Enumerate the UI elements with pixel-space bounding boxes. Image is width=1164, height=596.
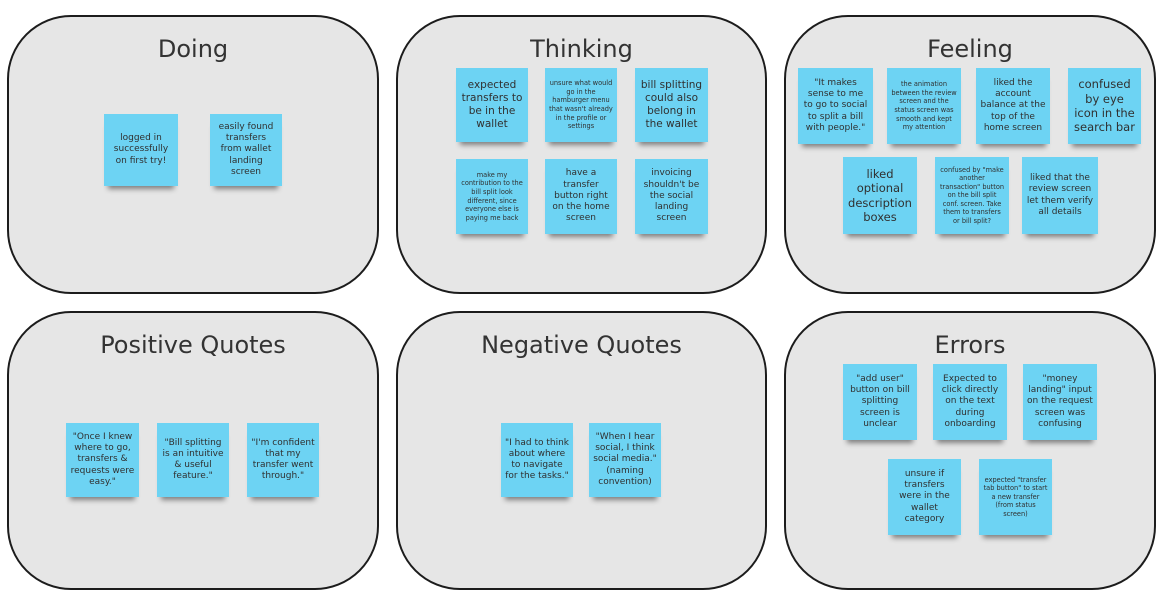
sticky-note[interactable]: "When I hear social, I think social medi… <box>589 423 661 497</box>
sticky-note[interactable]: bill splitting could also belong in the … <box>635 68 708 142</box>
sticky-note[interactable]: make my contribution to the bill split l… <box>456 159 528 234</box>
sticky-note[interactable]: unsure what would go in the hamburger me… <box>545 68 617 142</box>
panel-title: Feeling <box>927 35 1013 63</box>
sticky-note[interactable]: confused by eye icon in the search bar <box>1068 68 1141 144</box>
sticky-note[interactable]: "money landing" input on the request scr… <box>1023 364 1097 440</box>
panel-positive-quotes: Positive Quotes "Once I knew where to go… <box>7 311 379 590</box>
sticky-note[interactable]: "Once I knew where to go, transfers & re… <box>66 423 139 497</box>
sticky-note[interactable]: "add user" button on bill splitting scre… <box>843 364 917 440</box>
sticky-note[interactable]: "It makes sense to me to go to social to… <box>798 68 873 144</box>
panel-title: Errors <box>934 331 1006 359</box>
sticky-note[interactable]: logged in successfully on first try! <box>104 114 178 186</box>
sticky-note[interactable]: easily found transfers from wallet landi… <box>210 114 282 186</box>
panel-thinking: Thinking expected transfers to be in the… <box>396 15 767 294</box>
sticky-note[interactable]: expected "transfer tab button" to start … <box>979 459 1052 535</box>
panel-title: Thinking <box>530 35 633 63</box>
panel-feeling: Feeling "It makes sense to me to go to s… <box>784 15 1156 294</box>
sticky-note[interactable]: expected transfers to be in the wallet <box>456 68 528 142</box>
sticky-note[interactable]: liked the account balance at the top of … <box>976 68 1050 144</box>
panel-title: Positive Quotes <box>100 331 286 359</box>
panel-doing: Doing logged in successfully on first tr… <box>7 15 379 294</box>
sticky-note[interactable]: the animation between the review screen … <box>887 68 961 144</box>
sticky-note[interactable]: "I'm confident that my transfer went thr… <box>247 423 319 497</box>
sticky-note[interactable]: Expected to click directly on the text d… <box>933 364 1007 440</box>
panel-title: Doing <box>157 35 229 63</box>
sticky-note[interactable]: have a transfer button right on the home… <box>545 159 617 234</box>
panel-title: Negative Quotes <box>481 331 682 359</box>
sticky-note[interactable]: "I had to think about where to navigate … <box>501 423 573 497</box>
sticky-note[interactable]: liked optional description boxes <box>843 157 917 234</box>
sticky-note[interactable]: liked that the review screen let them ve… <box>1022 157 1098 234</box>
sticky-note[interactable]: invoicing shouldn't be the social landin… <box>635 159 708 234</box>
panel-negative-quotes: Negative Quotes "I had to think about wh… <box>396 311 767 590</box>
sticky-note[interactable]: confused by "make another transaction" b… <box>935 157 1009 234</box>
sticky-note[interactable]: "Bill splitting is an intuitive & useful… <box>157 423 229 497</box>
sticky-note[interactable]: unsure if transfers were in the wallet c… <box>888 459 961 535</box>
panel-errors: Errors "add user" button on bill splitti… <box>784 311 1156 590</box>
